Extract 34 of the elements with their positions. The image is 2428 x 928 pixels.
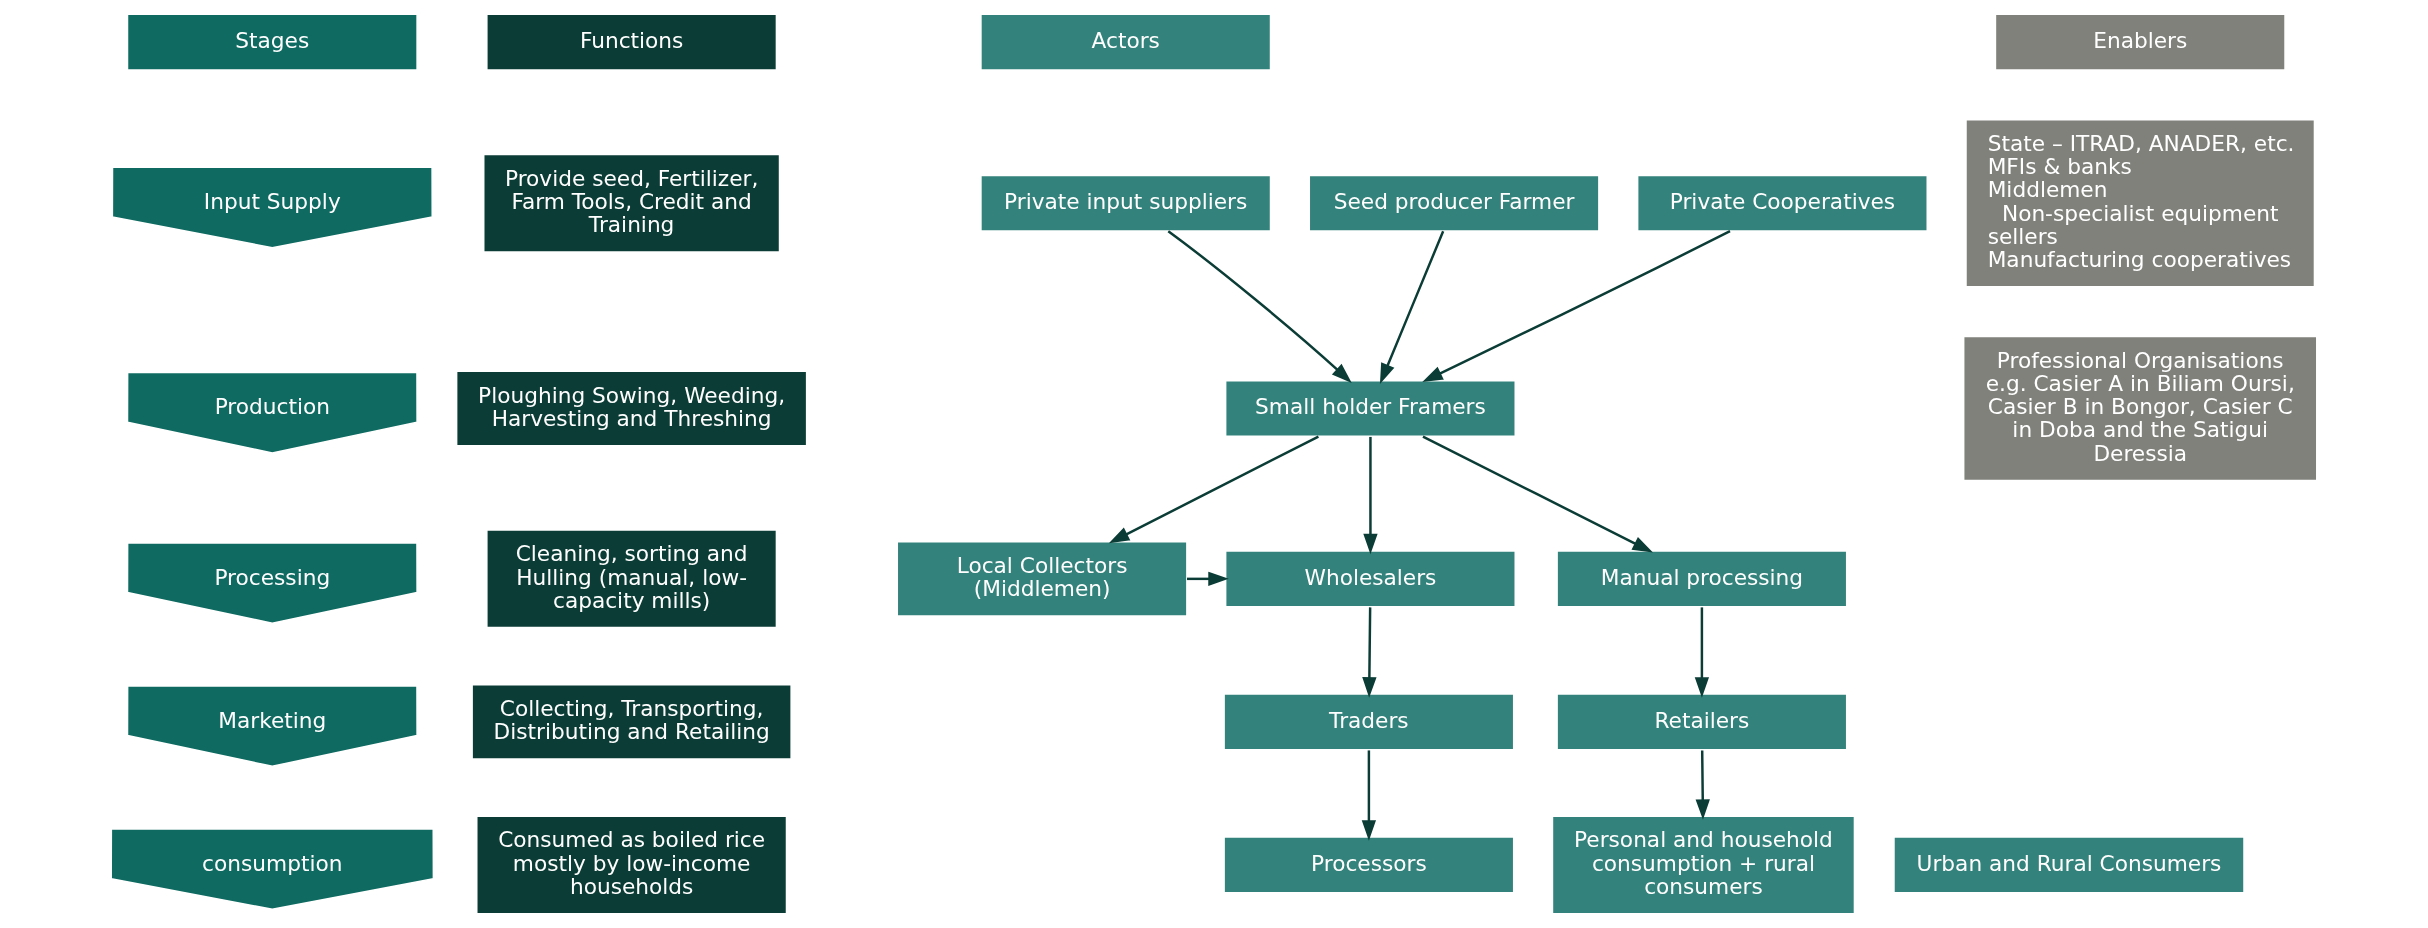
arrow: [1422, 230, 1731, 383]
node-box: Processors: [1223, 836, 1515, 894]
node-box: Consumed as boiled rice mostly by low-income households: [475, 815, 788, 915]
node-box: Retailers: [1556, 693, 1848, 751]
node-box: Ploughing Sowing, Weeding, Harvesting and Threshing: [455, 370, 808, 447]
node-box: Enablers: [1994, 13, 2286, 71]
node-box: Private input suppliers: [980, 174, 1272, 232]
node-box: State – ITRAD, ANADER, etc. MFIs & banks Middlemen Non-specialist equipment sellers Manufacturing cooperatives: [1965, 118, 2316, 288]
arrow: [1361, 750, 1377, 841]
arrow: [1694, 607, 1710, 698]
arrow: [1363, 436, 1378, 555]
node-box: Urban and Rural Consumers: [1893, 836, 2245, 894]
arrow: [1695, 750, 1710, 820]
arrow: [1108, 435, 1319, 544]
node-box: Personal and household consumption + rural consumers: [1551, 815, 1856, 915]
node-box: Wholesalers: [1224, 550, 1517, 608]
node-box: Local Collectors (Middlemen): [896, 540, 1188, 617]
node-box: Private Cooperatives: [1636, 174, 1929, 232]
node-box: Cleaning, sorting and Hulling (manual, low-capacity mills): [486, 529, 778, 629]
arrow: [1167, 230, 1352, 384]
node-box: Stages: [126, 13, 418, 71]
arrow: [1379, 230, 1445, 384]
node-box: Small holder Framers: [1224, 379, 1517, 438]
node-box: Provide seed, Fertilizer, Farm Tools, Credit and Training: [482, 153, 781, 253]
arrow: [1422, 435, 1653, 553]
arrow: [1187, 571, 1229, 587]
node-box: Seed producer Farmer: [1308, 174, 1600, 232]
node-box: Traders: [1223, 693, 1515, 751]
node-box: Professional Organisations e.g. Casier A in Biliam Oursi, Casier B in Bongor, Casier C in Doba and the Satigui Deressia: [1962, 335, 2318, 482]
node-box: Collecting, Transporting, Distributing and Retailing: [471, 683, 792, 760]
node-box: Actors: [980, 13, 1272, 71]
node-box: Functions: [486, 13, 778, 71]
node-box: Manual processing: [1556, 550, 1848, 608]
arrow: [1362, 607, 1377, 698]
